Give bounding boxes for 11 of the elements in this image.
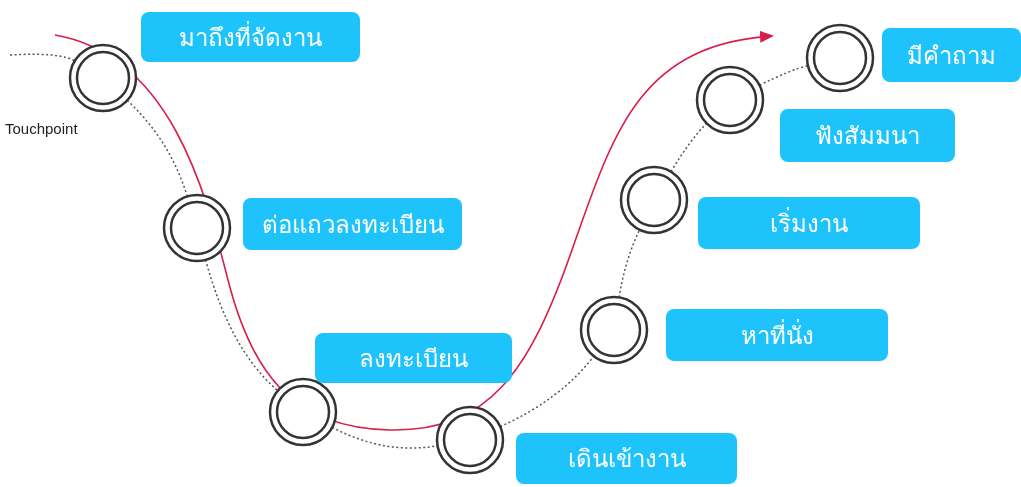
step-label: เริ่มงาน	[698, 197, 920, 249]
step-label: มีคำถาม	[882, 28, 1021, 82]
step-label: มาถึงที่จัดงาน	[141, 12, 360, 62]
step-label: ต่อแถวลงทะเบียน	[243, 198, 462, 250]
step-label: หาที่นั่ง	[666, 309, 888, 361]
dotted-connector	[9, 53, 76, 62]
step-label: เดินเข้างาน	[516, 433, 737, 484]
dotted-connector	[758, 64, 809, 86]
step-label: ฟังสัมมนา	[780, 109, 955, 162]
touchpoint-caption: Touchpoint	[5, 120, 78, 137]
step-label: ลงทะเบียน	[315, 333, 512, 383]
